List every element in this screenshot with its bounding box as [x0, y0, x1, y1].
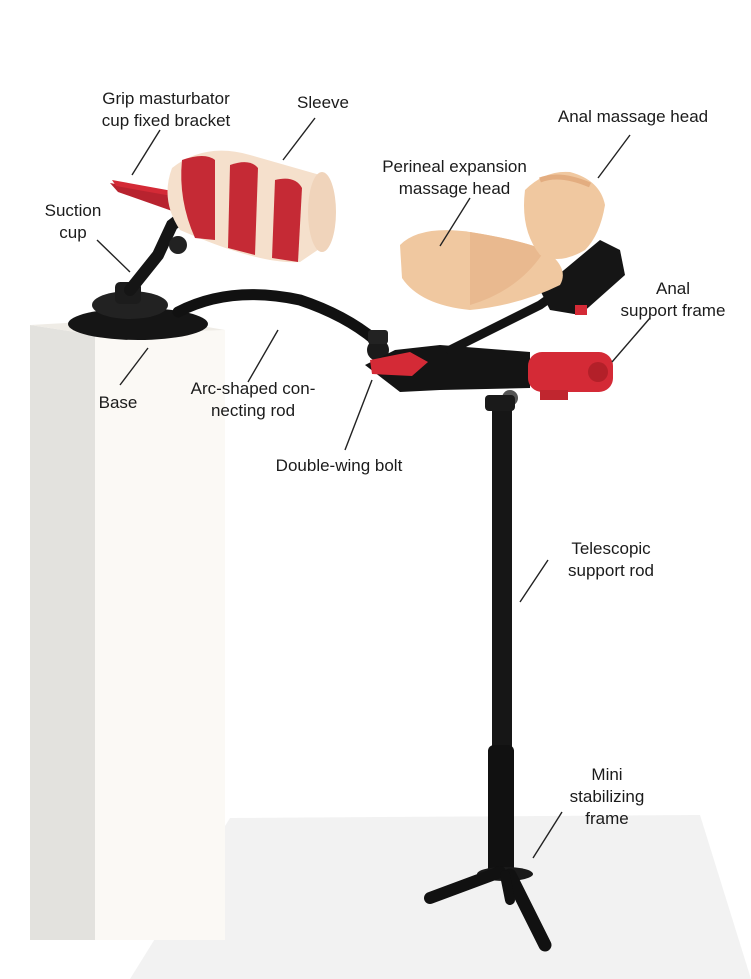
- anal-massage-head: [524, 171, 605, 259]
- label-sleeve: Sleeve: [297, 93, 349, 112]
- label-anal-massage-head: Anal massage head: [557, 107, 709, 126]
- label-suction-cup: Suction cup: [44, 201, 102, 242]
- label-grip-bracket: Grip masturbator cup fixed bracket: [101, 89, 231, 130]
- horizontal-arm: [365, 345, 613, 400]
- double-wing-bolt: [367, 330, 389, 361]
- label-telescopic-rod: Telescopic support rod: [568, 539, 654, 580]
- arc-rod: [172, 289, 381, 346]
- label-perineal-massage-head: Perineal expansion massage head: [382, 157, 527, 198]
- label-mini-frame: Mini stabilizing frame: [569, 765, 645, 828]
- leader-lines: [96, 117, 651, 859]
- label-anal-support-frame: Anal support frame: [620, 279, 726, 320]
- telescopic-rod: [485, 390, 518, 875]
- sleeve: [167, 150, 336, 263]
- label-double-wing-bolt: Double-wing bolt: [275, 456, 403, 475]
- perineal-massage-head: [400, 230, 563, 310]
- label-arc-rod: Arc-shaped con- necting rod: [190, 379, 316, 420]
- label-base: Base: [98, 393, 138, 412]
- mini-stabilizing-frame: [424, 866, 552, 952]
- anal-support-frame: [540, 240, 625, 315]
